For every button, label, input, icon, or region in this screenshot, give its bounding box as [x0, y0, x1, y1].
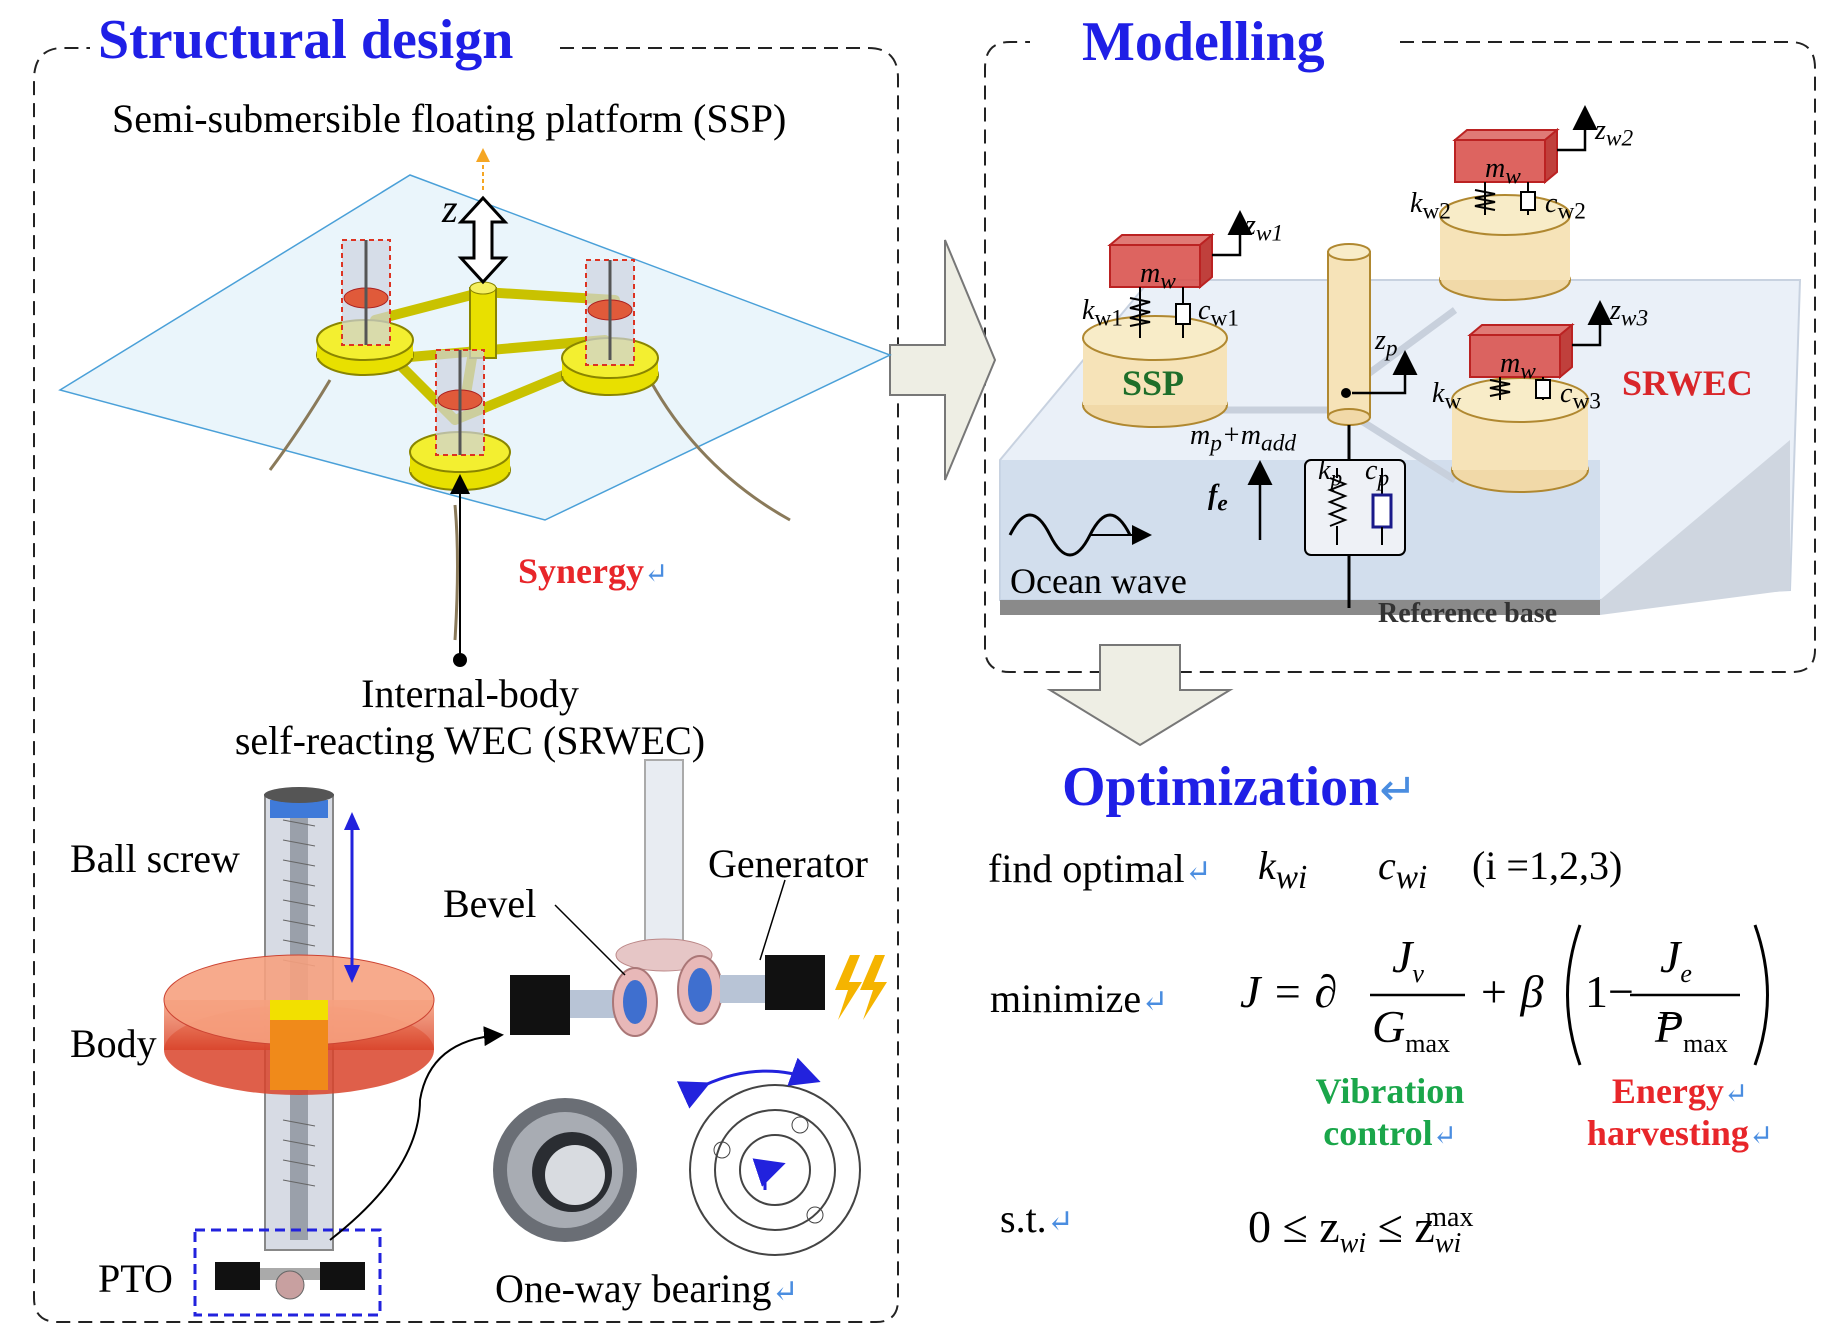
vibration-control-label: Vibration control↵ [1315, 1071, 1465, 1153]
energy-harvesting-label: Energy↵ harvesting↵ [1586, 1071, 1774, 1153]
cw1-label: cw1 [1198, 295, 1239, 332]
kp-label: kp [1318, 455, 1343, 492]
modelling-title: Modelling [1082, 11, 1325, 73]
find-optimal-label: find optimal↵ [988, 846, 1212, 891]
zp-label: zp [1375, 325, 1398, 362]
objective-pmax: Pmax [1655, 1001, 1728, 1059]
generator-label: Generator [708, 841, 868, 886]
cw3-label: cw3 [1560, 378, 1601, 415]
synergy-label: Synergy↵ [518, 551, 669, 591]
body-label: Body [70, 1021, 157, 1066]
pto-label: PTO [98, 1256, 173, 1301]
objective-plus-beta: + β [1478, 966, 1544, 1017]
bevel-generator-drawing [493, 759, 887, 1256]
ssp-model-label: SSP [1122, 363, 1185, 403]
objective-equation-graphics [1370, 924, 1769, 1066]
mass-mw1-label: mw [1140, 258, 1176, 295]
optimization-title: Optimization↵ [1062, 756, 1417, 818]
flow-arrow-down [1046, 644, 1234, 747]
z-axis-label: z [442, 186, 458, 231]
objective-je: Je [1660, 931, 1692, 989]
kw3-label: kw [1432, 378, 1462, 415]
srwec-label: Internal-body self-reacting WEC (SRWEC) [234, 671, 706, 763]
srwec-model-label: SRWEC [1622, 363, 1753, 403]
ball-screw-label: Ball screw [70, 836, 240, 881]
kw2-label: kw2 [1410, 188, 1451, 225]
platform-mass-label: mp+madd [1190, 420, 1297, 457]
objective-one-minus: 1− [1585, 966, 1634, 1017]
modelling-drawing [999, 105, 1802, 615]
mass-mw2-label: mw [1485, 153, 1521, 190]
one-way-bearing-label: One-way bearing↵ [495, 1266, 799, 1311]
kw1-label: kw1 [1082, 295, 1123, 332]
srwec-device-drawing [163, 787, 504, 1317]
structural-panel-border [33, 47, 899, 1323]
find-variable-c: cwi [1378, 843, 1428, 896]
structural-design-title: Structural design [98, 9, 514, 71]
minimize-label: minimize↵ [990, 976, 1168, 1021]
objective-jv: Jv [1392, 931, 1424, 989]
find-variable-k: kwi [1258, 843, 1308, 896]
zw2-label: zw2 [1595, 115, 1634, 152]
find-index-range: (i =1,2,3) [1472, 843, 1623, 888]
bevel-label: Bevel [443, 881, 537, 926]
subject-to-label: s.t.↵ [1000, 1196, 1074, 1241]
reference-base-label: Reference base [1378, 598, 1558, 629]
ssp-label: Semi-submersible floating platform (SSP) [112, 96, 787, 141]
zw3-label: zw3 [1610, 295, 1649, 332]
zw1-label: zw1 [1245, 210, 1284, 247]
flow-arrow-right [889, 239, 997, 481]
cw2-label: cw2 [1545, 188, 1586, 225]
objective-gmax: Gmax [1372, 1001, 1450, 1059]
cp-label: cp [1365, 455, 1390, 492]
objective-j-lhs: J = ∂ [1240, 966, 1338, 1017]
constraint-expression: 0 ≤ zwi ≤ zwimax [1248, 1201, 1474, 1260]
ocean-wave-label: Ocean wave [1010, 561, 1187, 601]
platform-drawing [58, 148, 892, 667]
modelling-panel-border [984, 41, 1816, 673]
mass-mw3-label: mw [1500, 348, 1536, 385]
fe-label: fe [1208, 480, 1228, 517]
